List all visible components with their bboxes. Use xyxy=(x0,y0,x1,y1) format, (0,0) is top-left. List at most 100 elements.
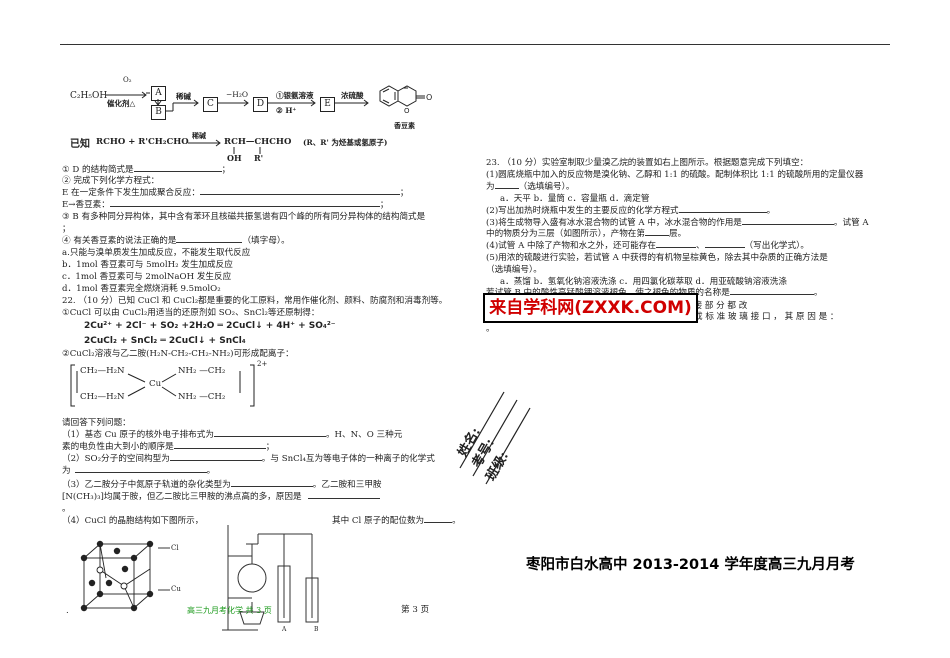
question-23-part-2: (2)写出加热时烧瓶中发生的主要反应的化学方程式。 xyxy=(486,206,776,216)
question-23-part-5: (5)用浓的硫酸进行实验，若试管 A 中获得的有机物呈棕黄色，除去其中杂质的正确… xyxy=(486,253,828,263)
option-b: b．1mol 香豆素可与 5molH₂ 发生加成反应 xyxy=(62,260,233,270)
question-boiling-point-end: 。 xyxy=(62,504,71,514)
scheme-arrows: O O xyxy=(106,85,432,154)
question-coumarin-properties: ④ 有关香豆素的说法正确的是（填字母）。 xyxy=(62,236,290,246)
lattice-cl-label: Cl xyxy=(171,544,179,552)
scheme-dilute-base: 稀碱 xyxy=(176,92,191,101)
footer-page-number: 第 3 页 xyxy=(401,605,430,615)
known-label: 已知 xyxy=(70,139,90,150)
question-23-part-1-options: a．天平 b．量筒 c．容量瓶 d．滴定管 xyxy=(500,194,650,204)
known-reagent: 稀碱 xyxy=(192,131,206,140)
scheme-box-e: E xyxy=(320,97,335,112)
question-isoelectronic: 为。 xyxy=(62,466,216,476)
scheme-reagent-o2: O₂ xyxy=(123,76,132,84)
answer-blank[interactable] xyxy=(307,498,380,499)
tube-b-label: B xyxy=(314,626,319,633)
question-23-part-5-answer: （选填编号）。 xyxy=(486,265,542,275)
scheme-box-c: C xyxy=(203,97,218,112)
question-22-part-2: ②CuCl₂溶液与乙二胺(H₂N-CH₂-CH₂-NH₂)可形成配离子： xyxy=(62,349,294,359)
answer-intro: 请回答下列问题： xyxy=(62,418,131,428)
question-23-part-6-line2: 成 标 准 玻 璃 接 口 ， 其 原 因 是 ： xyxy=(694,312,839,322)
answer-blank[interactable] xyxy=(109,206,380,207)
option-d: d．1mol 香豆素完全燃烧消耗 9.5molO₂ xyxy=(62,284,221,294)
bromoethane-apparatus-figure xyxy=(222,525,319,631)
product-name: 香豆素 xyxy=(394,121,415,130)
answer-blank[interactable] xyxy=(213,436,326,437)
question-22-part-1: ①CuCl 可以由 CuCl₂用适当的还原剂如 SO₂、SnCl₂等还原制得： xyxy=(62,308,320,318)
complex-left-bottom: CH₂—H₂N xyxy=(80,392,125,402)
question-23-part-3-layer: 中的物质分为三层（如图所示），产物在第层。 xyxy=(486,229,687,239)
watermark-banner: 来自学科网(ZXXK.COM) xyxy=(483,293,698,323)
header-rule xyxy=(60,44,890,45)
question-d-structure: ① D 的结构简式是； xyxy=(62,165,231,175)
option-a: a.只能与溴单质发生加成反应，不能发生取代反应 xyxy=(62,248,251,258)
scheme-box-b: B xyxy=(151,105,166,120)
known-reaction-left: RCHO + R'CH₂CHO xyxy=(96,137,189,147)
coumarin-structure xyxy=(379,85,425,107)
answer-blank[interactable] xyxy=(644,235,669,236)
answer-blank[interactable] xyxy=(424,522,453,523)
scheme-start: C₂H₅OH xyxy=(70,91,108,101)
question-hybridization: （3）乙二胺分子中氮原子轨道的杂化类型为。乙二胺和三甲胺 xyxy=(62,480,382,490)
answer-blank[interactable] xyxy=(173,448,266,449)
answer-blank[interactable] xyxy=(169,460,262,461)
question-23-part-1: (1)圆底烧瓶中加入的反应物是溴化钠、乙醇和 1:1 的硫酸。配制体积比 1:1… xyxy=(486,170,864,180)
binding-lines xyxy=(459,391,531,485)
scheme-step-acid: ② H⁺ xyxy=(276,106,297,115)
question-23-part-4: (4)试管 A 中除了产物和水之外，还可能存在、（写出化学式）。 xyxy=(486,241,809,251)
question-23-part-5-options: a．蒸馏 b．氢氧化钠溶液洗涤 c．用四氯化碳萃取 d．用亚硫酸钠溶液洗涤 xyxy=(500,277,787,287)
question-so2-shape: （2）SO₂分子的空间构型为。与 SnCl₄互为等电子体的一种离子的化学式 xyxy=(62,454,435,464)
tube-a-label: A xyxy=(282,626,287,633)
svg-text:O: O xyxy=(426,93,432,102)
equation-1: 2Cu²⁺ + 2Cl⁻ + SO₂ +2H₂O ═ 2CuCl↓ + 4H⁺ … xyxy=(84,321,336,331)
answer-blank[interactable] xyxy=(199,194,400,195)
question-equations: ② 完成下列化学方程式： xyxy=(62,176,160,186)
svg-text:O: O xyxy=(404,107,410,115)
question-coordination-number: 其中 Cl 原子的配位数为。 xyxy=(332,516,461,526)
answer-blank[interactable] xyxy=(230,486,313,487)
answer-blank[interactable] xyxy=(133,171,222,172)
question-23-part-1-answer: 为（选填编号）。 xyxy=(486,182,575,192)
footer-dot: . xyxy=(66,606,69,616)
question-23-part-3: (3)将生成物导入盛有冰水混合物的试管 A 中，冰水混合物的作用是。试管 A xyxy=(486,218,869,228)
answer-blank[interactable] xyxy=(655,247,696,248)
question-polymerization: E 在一定条件下发生加成聚合反应：； xyxy=(62,188,409,198)
question-isomers-end: ； xyxy=(62,224,71,234)
header-mark: . xyxy=(66,38,69,48)
scheme-box-d: D xyxy=(253,97,268,112)
answer-blank[interactable] xyxy=(494,188,519,189)
complex-charge: 2+ xyxy=(257,360,268,368)
lattice-cu-label: Cu xyxy=(171,585,181,593)
question-lattice: （4）CuCl 的晶胞结构如下图所示， xyxy=(62,516,204,526)
scheme-minus-water: −H₂O xyxy=(226,90,248,99)
scheme-step-silver: ①银氨溶液 xyxy=(276,91,314,100)
cucl-lattice-figure xyxy=(80,540,170,612)
answer-blank[interactable] xyxy=(704,247,745,248)
complex-right-top: NH₂ —CH₂ xyxy=(178,366,226,376)
question-e-to-coumarin: E→香豆素：； xyxy=(62,200,389,210)
exam-title: 枣阳市白水高中 2013-2014 学年度高三九月月考 xyxy=(526,557,855,573)
question-boiling-point: [N(CH₃)₃]均属于胺，但乙二胺比三甲胺的沸点高的多，原因是 xyxy=(62,492,380,503)
question-cu-config: （1）基态 Cu 原子的核外电子排布式为。H、N、O 三种元 xyxy=(62,430,403,440)
complex-ion-brackets xyxy=(70,364,255,407)
known-condition: (R、R' 为烃基或氢原子) xyxy=(303,138,388,147)
answer-blank[interactable] xyxy=(176,242,243,243)
answer-blank[interactable] xyxy=(678,212,767,213)
answer-blank[interactable] xyxy=(74,472,207,473)
known-oh: OH xyxy=(227,153,242,163)
question-electronegativity: 素的电负性由大到小的顺序是； xyxy=(62,442,275,452)
scheme-conc-acid: 浓硫酸 xyxy=(341,91,364,100)
known-reaction-right: RCH—CHCHO xyxy=(224,137,292,147)
known-r: R' xyxy=(254,153,264,163)
footer-course-label: 高三九月考化学 共 3 页 xyxy=(187,606,272,615)
scheme-catalyst: 催化剂△ xyxy=(107,99,136,108)
answer-blank[interactable] xyxy=(729,294,814,295)
answer-blank[interactable] xyxy=(741,224,834,225)
question-23-part-6-end: 。 xyxy=(486,324,495,334)
complex-left-top: CH₂—H₂N xyxy=(80,366,125,376)
question-22: 22. （10 分）已知 CuCl 和 CuCl₂都是重要的化工原料，常用作催化… xyxy=(62,296,448,306)
equation-2: 2CuCl₂ + SnCl₂ ═ 2CuCl↓ + SnCl₄ xyxy=(84,336,246,346)
complex-right-bottom: NH₂ —CH₂ xyxy=(178,392,226,402)
complex-center: Cu xyxy=(149,379,162,389)
option-c: c．1mol 香豆素可与 2molNaOH 发生反应 xyxy=(62,272,232,282)
